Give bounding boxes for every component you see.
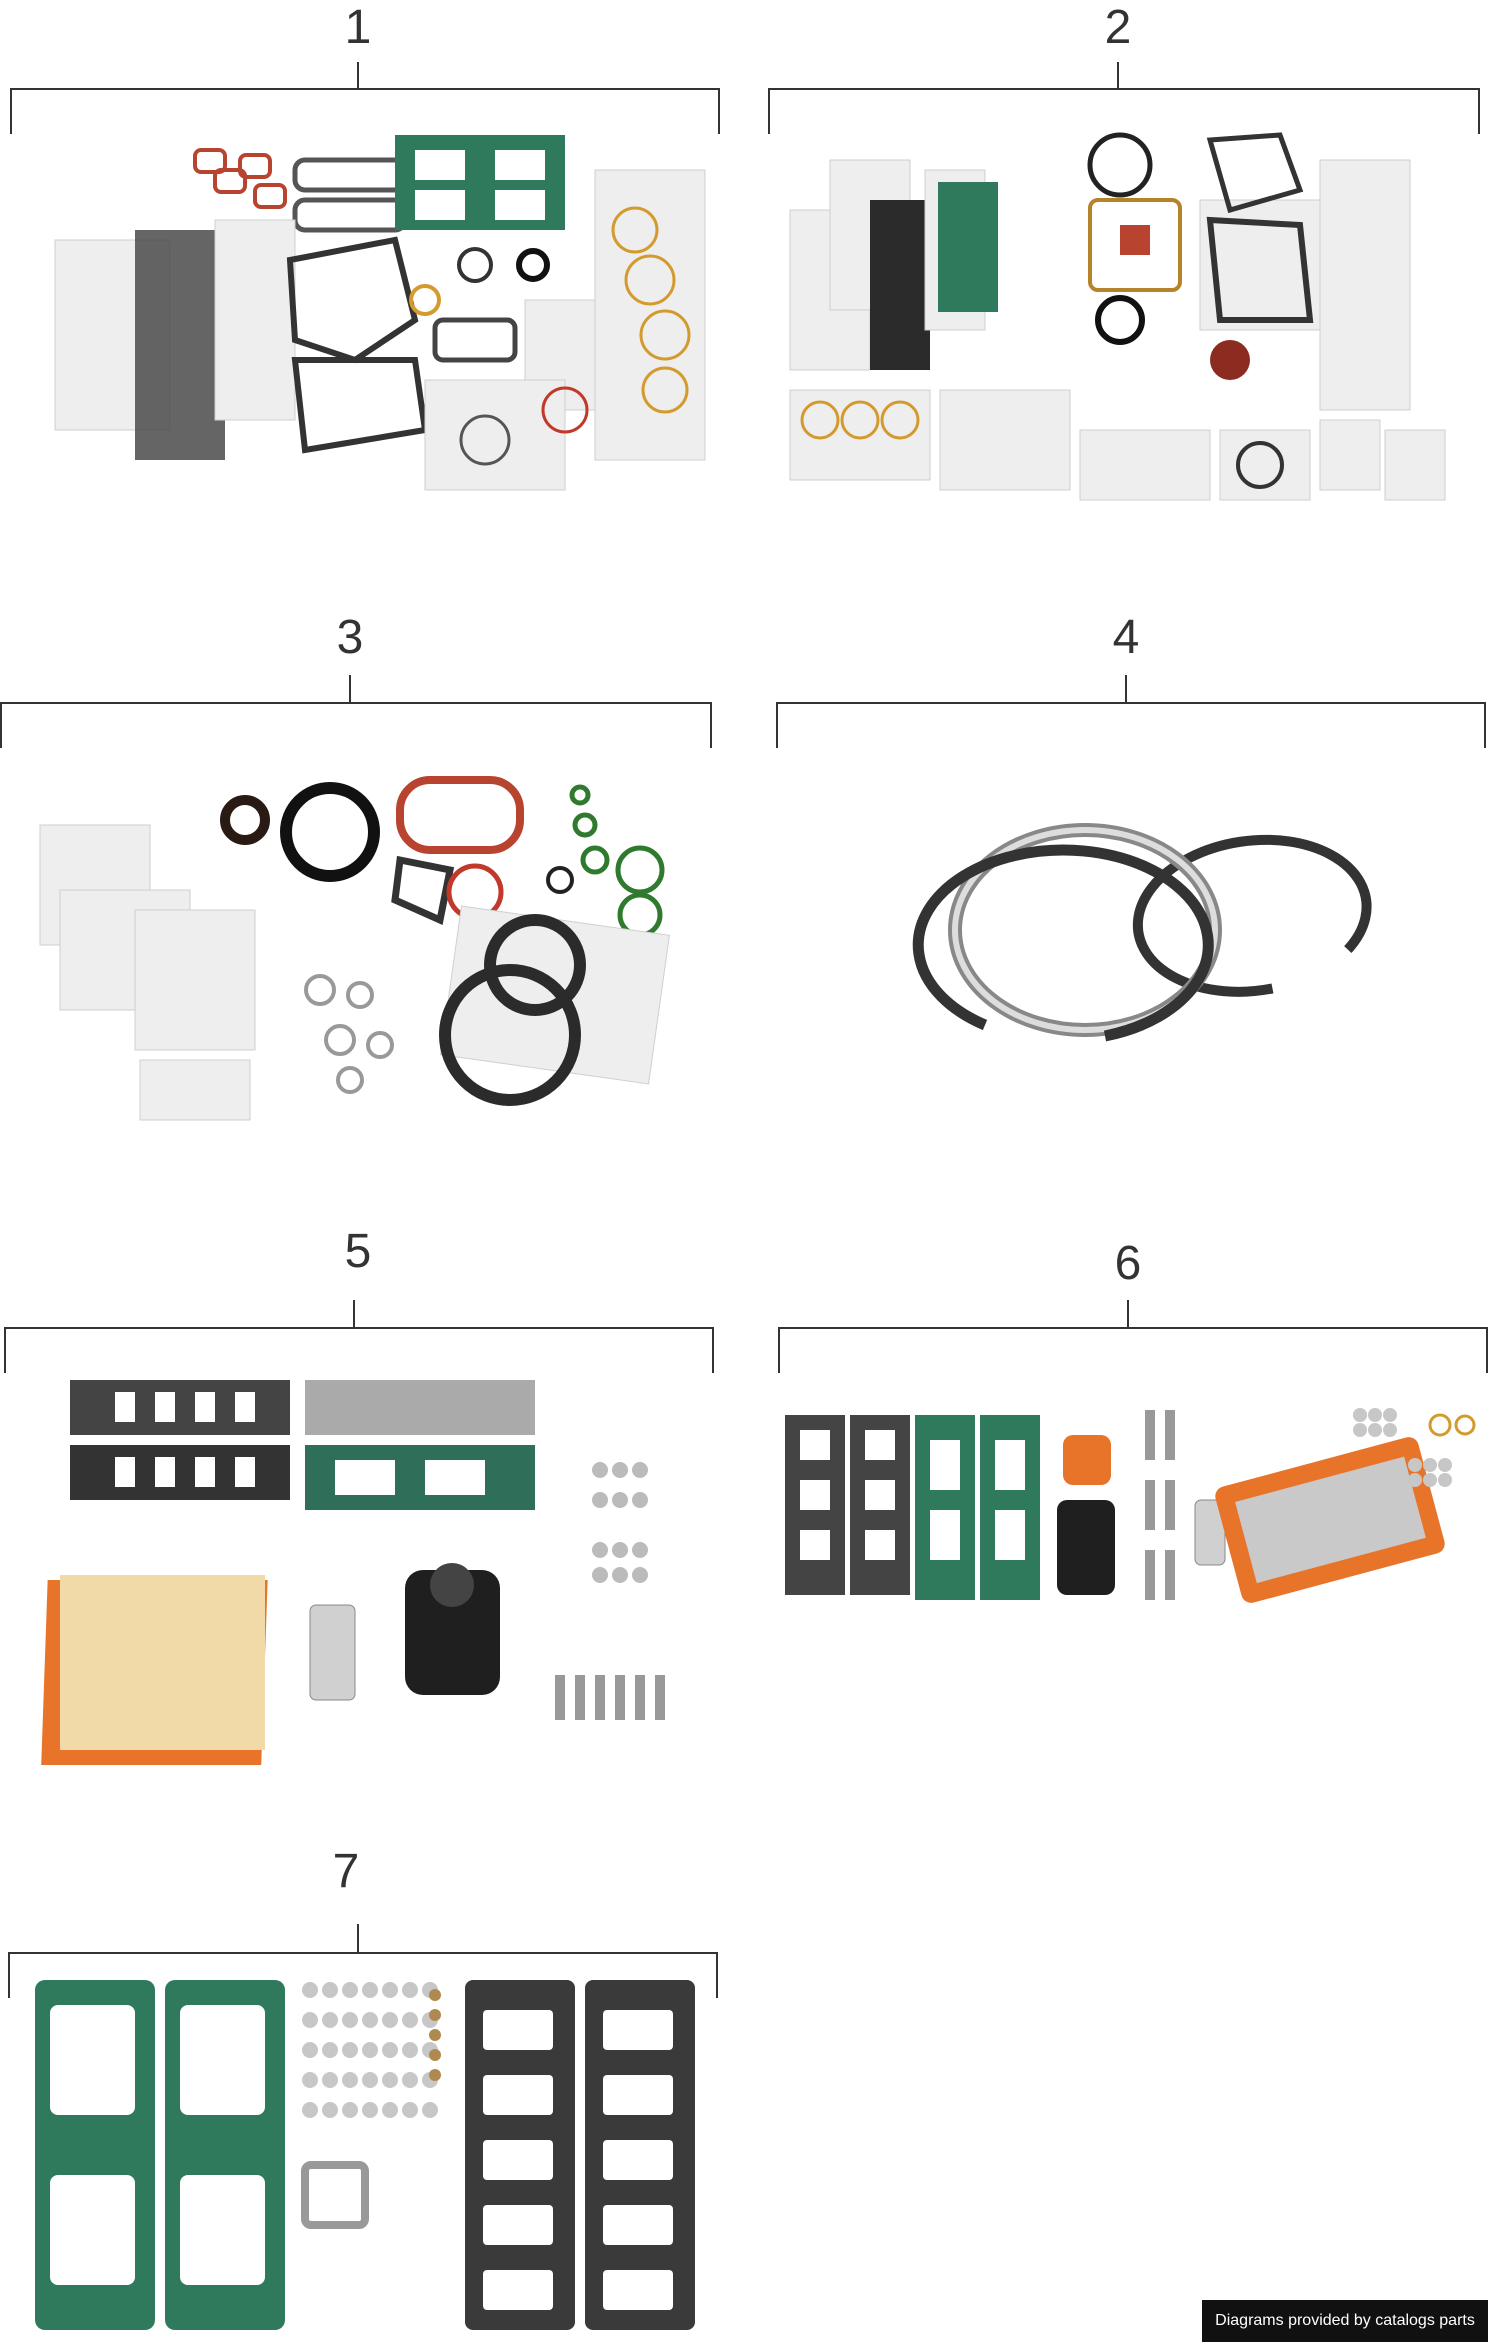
callout-number: 1 [344, 1, 372, 54]
callout-stem [357, 62, 359, 90]
callout-stem [1125, 675, 1127, 703]
cover-gasket-set-icon [35, 1980, 695, 2330]
gasket-set-bags-icon [54, 135, 706, 491]
callout-number: 6 [1114, 1237, 1142, 1290]
service-kit-icon [41, 1380, 665, 1765]
callout-stem [1127, 1300, 1129, 1328]
callout-bracket [4, 1327, 714, 1373]
callout-bracket [768, 88, 1480, 134]
callout-stem [353, 1300, 355, 1328]
callout-number: 4 [1112, 611, 1140, 664]
gasket-set-full-icon [789, 132, 1446, 501]
callout-stem [357, 1924, 359, 1952]
callout-bracket [776, 702, 1486, 748]
callout-stem [1117, 62, 1119, 90]
piston-rings-icon [912, 823, 1372, 1042]
callout-number: 3 [336, 611, 364, 664]
callout-bracket [0, 702, 712, 748]
callout-number: 2 [1104, 1, 1132, 54]
callout-stem [349, 675, 351, 703]
seal-kit-icon [39, 776, 670, 1121]
service-kit-alt-icon [785, 1408, 1476, 1603]
credit-banner: Diagrams provided by catalogs parts [1202, 2300, 1488, 2342]
callout-bracket [8, 1952, 718, 1998]
callout-number: 5 [344, 1225, 372, 1278]
callout-bracket [10, 88, 720, 134]
callout-number: 7 [332, 1845, 360, 1898]
callout-bracket [778, 1327, 1488, 1373]
